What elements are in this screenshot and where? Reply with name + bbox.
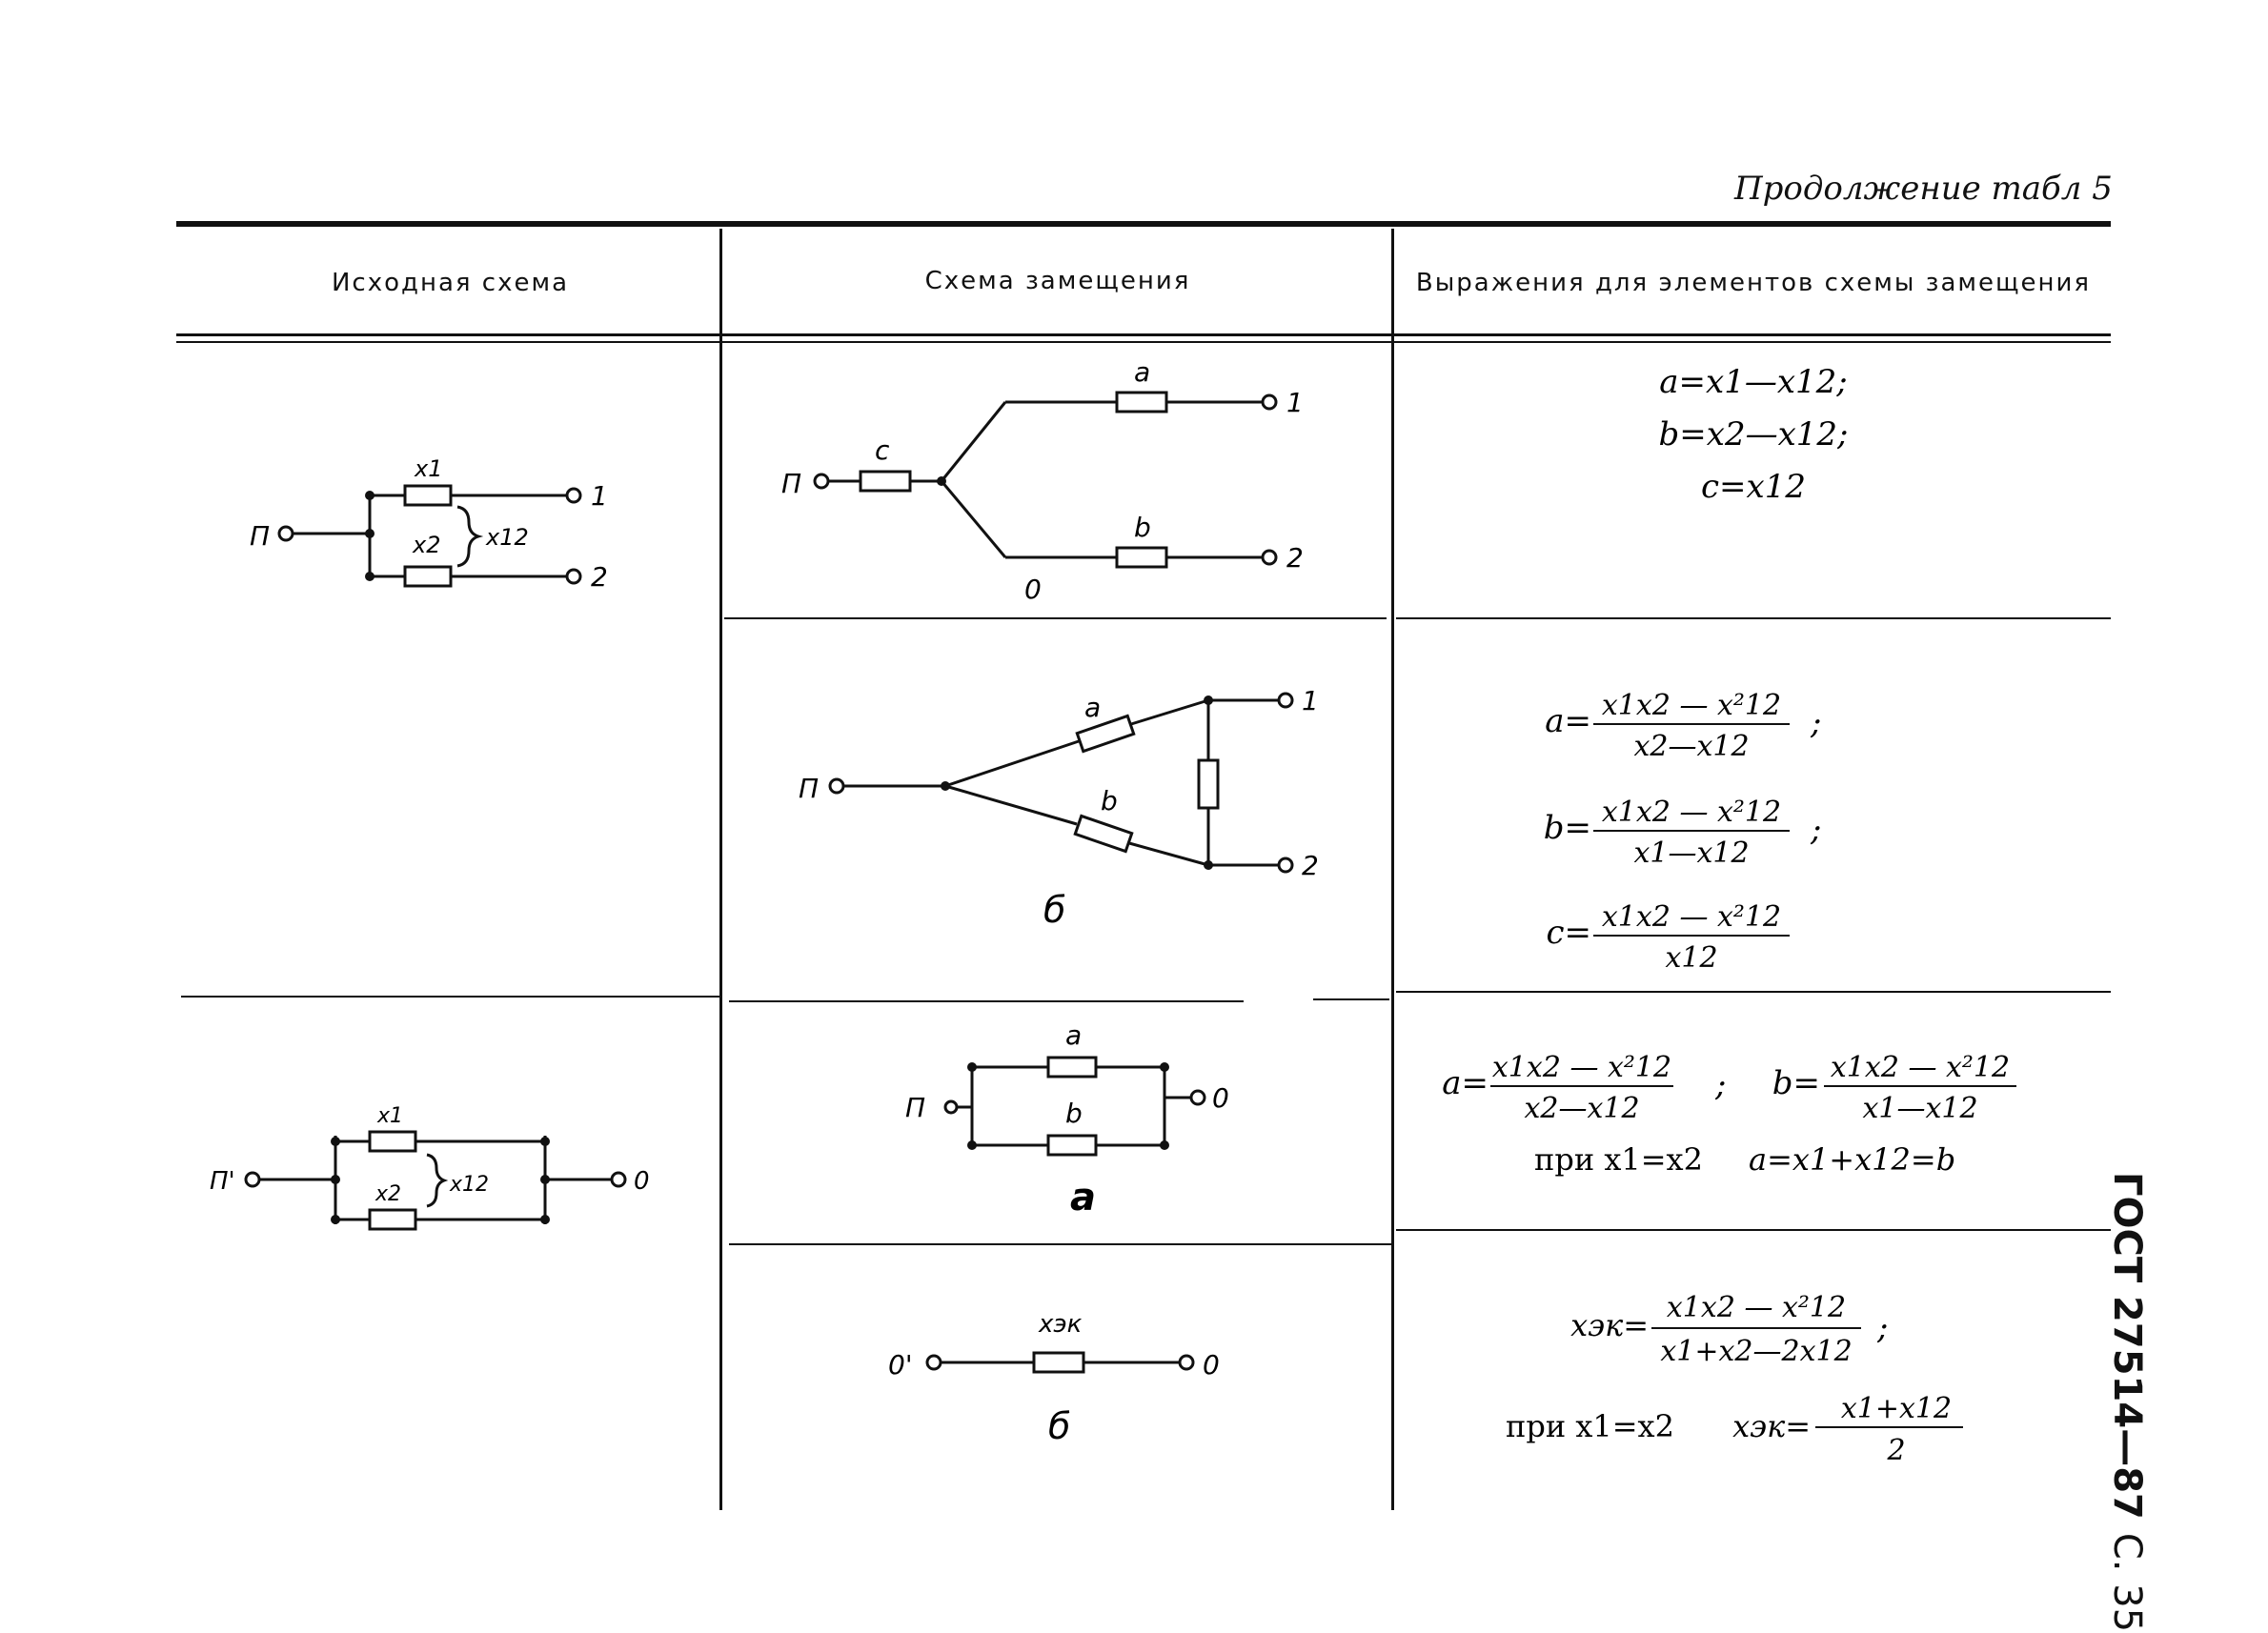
node-0-label: 0 <box>1203 1349 1220 1381</box>
terminal-2-label: 2 <box>591 561 608 593</box>
c-label: c <box>875 434 890 466</box>
b-label: b <box>1134 512 1151 543</box>
formula-c: c=x12 <box>1701 468 1806 506</box>
header-expressions: Выражения для элементов схемы замещения <box>1415 269 2092 297</box>
top-rule <box>176 221 2111 227</box>
formula-c-lhs: c= <box>1546 914 1591 952</box>
substitution-scheme-parallel: П a b 0 а <box>905 1019 1229 1220</box>
node-n-label: П <box>781 468 801 499</box>
source-scheme-1: П x1 x2 x12 1 2 <box>250 455 608 593</box>
formula-b-den: x1—x12 <box>1862 1092 1977 1125</box>
row-rule-3-col2 <box>729 1243 1391 1245</box>
formula-b-num: x1x2 — x²12 <box>1602 796 1781 829</box>
formula-xek-den: x1+x2—2x12 <box>1660 1335 1852 1368</box>
terminal-1-label: 1 <box>1302 685 1319 716</box>
formula-c-num: x1x2 — x²12 <box>1602 900 1781 934</box>
formula-a-num: x1x2 — x²12 <box>1492 1051 1671 1084</box>
formula-a-sep: ; <box>1714 1066 1726 1104</box>
terminal-2-label: 2 <box>1286 542 1304 574</box>
formula-c-den: x12 <box>1665 941 1717 975</box>
terminal-1-label: 1 <box>1286 387 1304 418</box>
row-rule-2-col3 <box>1396 991 2111 993</box>
condition-text: при x1=x2 <box>1506 1408 1674 1444</box>
row-rule-3-col3 <box>1396 1229 2111 1231</box>
formula-b-num: x1x2 — x²12 <box>1831 1051 2010 1084</box>
substitution-scheme-equivalent: 0' xэк 0 б <box>888 1310 1220 1447</box>
substitution-scheme-star: П c a b 1 2 0 <box>781 356 1304 605</box>
node-n-prime-label: П' <box>210 1167 235 1196</box>
page-number: С. 35 <box>2105 1532 2149 1633</box>
formula-xek-num: x1x2 — x²12 <box>1667 1291 1846 1324</box>
formula-a-sep: ; <box>1810 704 1821 742</box>
condition-text: при x1=x2 <box>1534 1141 1703 1178</box>
table-caption: Продолжение табл 5 <box>1734 170 2113 208</box>
formula-b-lhs: b= <box>1772 1064 1820 1102</box>
formulas-row-4: xэк= x1x2 — x²12 x1+x2—2x12 ; при x1=x2 … <box>1506 1291 1963 1467</box>
document-standard-label: ГОСТ 27514—87 С. 35 <box>2105 1172 2149 1632</box>
node-0-label: 0 <box>1212 1082 1229 1114</box>
formula-a: a=x1—x12; <box>1659 363 1847 401</box>
b-label: b <box>1101 785 1118 816</box>
x2-label: x2 <box>412 532 440 558</box>
node-n-label: П <box>250 520 270 552</box>
formula-a-den: x2—x12 <box>1524 1092 1639 1125</box>
a-label: a <box>1084 692 1101 723</box>
x2-label: x2 <box>375 1182 401 1206</box>
x-ek-label: xэк <box>1038 1310 1083 1339</box>
formula-b-sep: ; <box>1810 811 1821 849</box>
row-rule-2-col2b <box>1313 998 1389 1000</box>
b-label: b <box>1065 1098 1083 1129</box>
formula-b-lhs: b= <box>1544 809 1591 847</box>
variant-a-label: а <box>1070 1176 1096 1220</box>
row-rule-1a <box>724 617 1387 619</box>
variant-b-label: б <box>1043 889 1065 931</box>
col-divider-1 <box>719 229 722 1510</box>
formula-xek2-den: 2 <box>1886 1434 1905 1467</box>
formula-b: b=x2—x12; <box>1659 415 1849 454</box>
formula-xek2-num: x1+x12 <box>1841 1392 1952 1425</box>
header-rule-1 <box>176 333 2111 336</box>
formula-a-lhs: a= <box>1442 1064 1488 1102</box>
header-source-scheme: Исходная схема <box>331 269 570 297</box>
terminal-2-label: 2 <box>1302 850 1319 881</box>
formula-a-num: x1x2 — x²12 <box>1602 689 1781 722</box>
a-label: a <box>1134 356 1150 388</box>
formula-xek-lhs: xэк= <box>1570 1307 1649 1343</box>
condition-equation: a=x1+x12=b <box>1749 1141 1955 1178</box>
node-0-label: 0 <box>1024 574 1042 605</box>
formula-a-lhs: a= <box>1545 702 1591 740</box>
terminal-1-label: 1 <box>591 480 608 512</box>
col-divider-2 <box>1391 229 1394 1510</box>
x12-label: x12 <box>449 1173 489 1197</box>
formula-xek-sep: ; <box>1876 1309 1888 1347</box>
node-n-label: П <box>799 773 819 804</box>
row-rule-2-col1 <box>181 996 719 998</box>
node-0-prime-label: 0' <box>888 1349 913 1381</box>
source-scheme-2: П' x1 x2 x12 0 <box>210 1104 650 1231</box>
variant-b-label: б <box>1048 1405 1070 1447</box>
row-rule-1b <box>1396 617 2111 619</box>
header-rule-2 <box>176 341 2111 343</box>
node-0-label: 0 <box>634 1167 650 1196</box>
formulas-row-3: a= x1x2 — x²12 x2—x12 ; b= x1x2 — x²12 x… <box>1442 1051 2016 1178</box>
x1-label: x1 <box>376 1104 403 1128</box>
formula-b-den: x1—x12 <box>1633 837 1749 870</box>
formulas-row-1: a=x1—x12; b=x2—x12; c=x12 <box>1659 363 1849 506</box>
node-n-label: П <box>905 1092 925 1123</box>
substitution-scheme-triangle: П a b 1 2 б <box>799 685 1319 931</box>
a-label: a <box>1065 1019 1082 1051</box>
formulas-row-2: a= x1x2 — x²12 x2—x12 ; b= x1x2 — x²12 x… <box>1544 689 1822 975</box>
formula-a-den: x2—x12 <box>1633 730 1749 763</box>
standard-number: ГОСТ 27514—87 <box>2105 1172 2149 1520</box>
row-rule-2-col2a <box>729 1000 1244 1002</box>
x12-label: x12 <box>485 524 529 551</box>
x1-label: x1 <box>414 455 442 482</box>
formula-xek2-lhs: xэк= <box>1732 1408 1811 1444</box>
header-substitution-scheme: Схема замещения <box>924 267 1191 295</box>
